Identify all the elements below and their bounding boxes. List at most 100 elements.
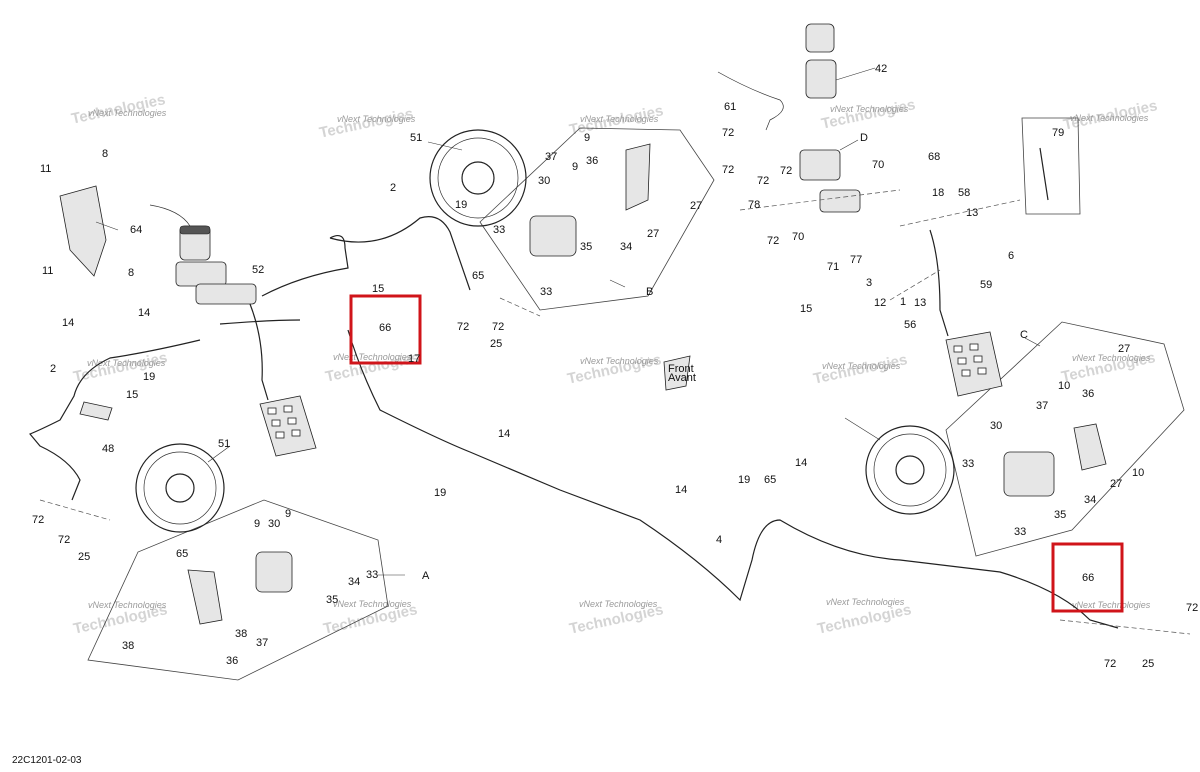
callout: 14 bbox=[62, 317, 74, 329]
callout: 52 bbox=[252, 264, 264, 276]
callout: 34 bbox=[620, 241, 632, 253]
callout: 14 bbox=[675, 484, 687, 496]
callout: 30 bbox=[538, 175, 550, 187]
watermark: vNext Technologies bbox=[88, 600, 167, 610]
callout: 37 bbox=[256, 637, 268, 649]
callout: 33 bbox=[1014, 526, 1026, 538]
callout: 36 bbox=[1082, 388, 1094, 400]
callout: 65 bbox=[176, 548, 188, 560]
callout: 42 bbox=[875, 63, 887, 75]
master-cylinder-left bbox=[175, 225, 257, 305]
callout: 72 bbox=[32, 514, 44, 526]
brake-disc-left bbox=[135, 443, 225, 533]
group-label-a: A bbox=[422, 570, 430, 582]
watermark: vNext Technologies bbox=[580, 356, 659, 366]
group-label-d: D bbox=[860, 132, 868, 144]
callout: 34 bbox=[348, 576, 360, 588]
caliper-b bbox=[529, 215, 577, 257]
callout: 33 bbox=[540, 286, 552, 298]
diagram-reference-code: 22C1201-02-03 bbox=[12, 755, 82, 766]
callout: 27 bbox=[690, 200, 702, 212]
front-direction-arrow: Front Avant bbox=[663, 355, 696, 391]
callout: 78 bbox=[748, 199, 760, 211]
callout-66-left: 66 bbox=[379, 322, 391, 334]
watermark: vNext Technologies bbox=[830, 104, 909, 114]
callout: 8 bbox=[128, 267, 134, 279]
callout: 11 bbox=[40, 163, 51, 175]
callout: 72 bbox=[1186, 602, 1198, 614]
group-label-b: B bbox=[646, 286, 653, 298]
callout: 15 bbox=[126, 389, 138, 401]
callout: 70 bbox=[792, 231, 804, 243]
callout: 35 bbox=[326, 594, 338, 606]
callout: 38 bbox=[235, 628, 247, 640]
callout: 70 bbox=[872, 159, 884, 171]
callouts: 8 11 64 11 8 14 14 2 19 15 48 72 72 25 5… bbox=[32, 63, 1198, 670]
watermark: vNext Technologies bbox=[87, 358, 166, 368]
callout: 34 bbox=[1084, 494, 1096, 506]
callout: 38 bbox=[122, 640, 134, 652]
callout: 9 bbox=[254, 518, 260, 530]
callout: 35 bbox=[1054, 509, 1066, 521]
watermark: vNext Technologies bbox=[826, 597, 905, 607]
callout: 51 bbox=[218, 438, 230, 450]
caliper-bracket-c bbox=[1073, 423, 1107, 471]
callout: 72 bbox=[757, 175, 769, 187]
group-a-outline bbox=[87, 499, 389, 681]
callout: 11 bbox=[42, 265, 53, 277]
group-label-c: C bbox=[1020, 329, 1028, 341]
caliper-a bbox=[255, 551, 293, 593]
callout: 19 bbox=[143, 371, 155, 383]
watermark: vNext Technologies bbox=[88, 108, 167, 118]
callout: 33 bbox=[493, 224, 505, 236]
callout: 65 bbox=[472, 270, 484, 282]
callout: 59 bbox=[980, 279, 992, 291]
callout: 61 bbox=[724, 101, 736, 113]
callout: 30 bbox=[990, 420, 1002, 432]
brake-pedal-left bbox=[249, 303, 317, 457]
callout: 72 bbox=[457, 321, 469, 333]
callout: 4 bbox=[716, 534, 722, 546]
callout: 15 bbox=[800, 303, 812, 315]
callout: 15 bbox=[372, 283, 384, 295]
watermark: vNext Technologies bbox=[337, 114, 416, 124]
callout: 27 bbox=[647, 228, 659, 240]
brake-disc-rear bbox=[429, 129, 527, 227]
item-79 bbox=[1039, 147, 1049, 201]
watermark: vNext Technologies bbox=[333, 352, 412, 362]
highlight-66-right bbox=[1051, 542, 1124, 613]
watermark: vNext Technologies bbox=[580, 114, 659, 124]
callout: 9 bbox=[285, 508, 291, 520]
watermark-large: Technologies bbox=[820, 96, 917, 133]
callout: 33 bbox=[962, 458, 974, 470]
highlight-66-left bbox=[349, 294, 422, 365]
callout: 72 bbox=[767, 235, 779, 247]
front-arrow-label-fr: Avant bbox=[668, 372, 696, 384]
callout: 8 bbox=[102, 148, 108, 160]
callout: 9 bbox=[572, 161, 578, 173]
callout: 13 bbox=[966, 207, 978, 219]
callout: 65 bbox=[764, 474, 776, 486]
callout: 68 bbox=[928, 151, 940, 163]
callout: 10 bbox=[1058, 380, 1070, 392]
brake-lines bbox=[29, 71, 1119, 629]
watermark: vNext Technologies bbox=[1072, 353, 1151, 363]
clip-15 bbox=[79, 401, 113, 421]
callout: 33 bbox=[366, 569, 378, 581]
callout: 27 bbox=[1118, 343, 1130, 355]
callout: 64 bbox=[130, 224, 142, 236]
assembly-lines bbox=[39, 189, 1191, 635]
callout: 37 bbox=[545, 151, 557, 163]
callout: 72 bbox=[780, 165, 792, 177]
callout-66-right: 66 bbox=[1082, 572, 1094, 584]
callout: 2 bbox=[390, 182, 396, 194]
callout: 12 bbox=[874, 297, 886, 309]
callout: 1 bbox=[900, 296, 906, 308]
callout: 72 bbox=[58, 534, 70, 546]
callout: 19 bbox=[455, 199, 467, 211]
callout: 37 bbox=[1036, 400, 1048, 412]
watermark: vNext Technologies bbox=[333, 599, 412, 609]
callout: 9 bbox=[584, 132, 590, 144]
callout: 2 bbox=[50, 363, 56, 375]
